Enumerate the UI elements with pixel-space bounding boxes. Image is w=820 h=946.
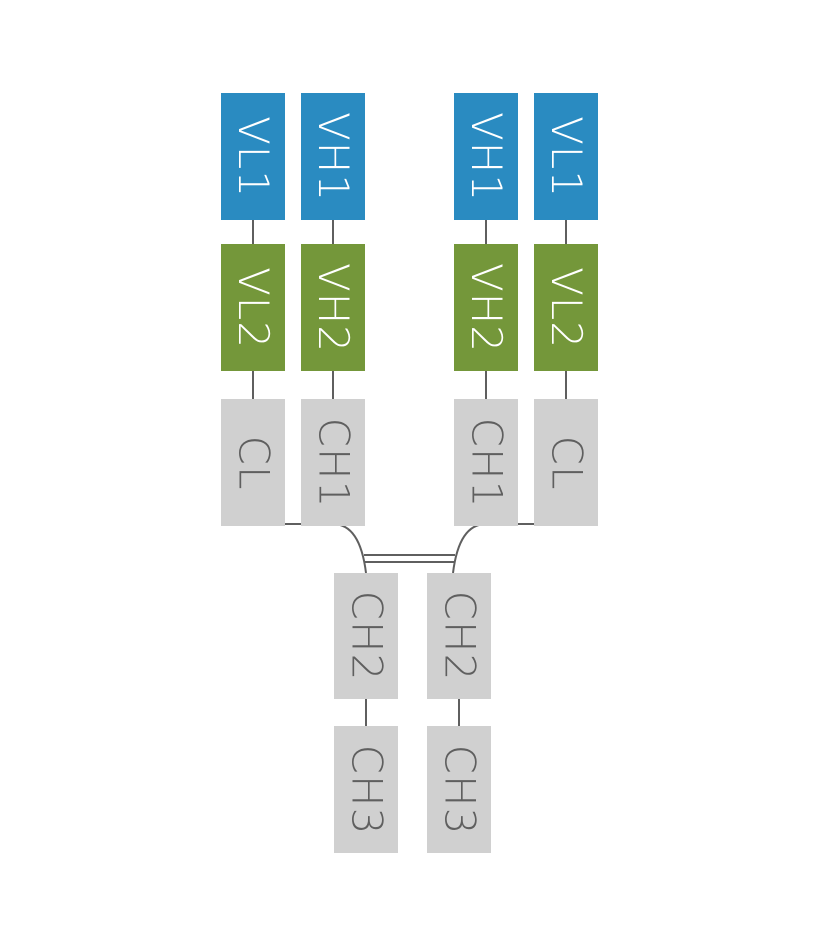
left-light-vl1-domain: VL1 — [221, 93, 285, 220]
domain-label: VL1 — [229, 115, 279, 198]
left-heavy-vh1-domain: VH1 — [301, 93, 365, 220]
right-light-vl1-domain: VL1 — [534, 93, 598, 220]
left-heavy-ch1-domain: CH1 — [301, 399, 365, 526]
domain-label: CH3 — [342, 744, 392, 835]
domain-label: VL2 — [229, 266, 279, 349]
domain-label: CL — [228, 435, 278, 490]
domain-label: VH1 — [462, 111, 512, 202]
left-light-cl-domain: CL — [221, 399, 285, 526]
fc-left-ch3-domain: CH3 — [334, 726, 398, 853]
domain-label: VL2 — [542, 266, 592, 349]
domain-label: CL — [541, 435, 591, 490]
fc-right-ch2-domain: CH2 — [427, 573, 491, 699]
domain-label: CH1 — [462, 417, 512, 508]
domain-label: VH1 — [309, 111, 359, 202]
right-heavy-vh2-domain: VH2 — [454, 244, 518, 371]
right-light-vl2-domain: VL2 — [534, 244, 598, 371]
domain-label: CH2 — [342, 590, 392, 682]
right-light-cl-domain: CL — [534, 399, 598, 526]
domain-label: VH2 — [462, 262, 512, 353]
hinge-left — [332, 523, 367, 574]
domain-label: VL1 — [542, 115, 592, 198]
domain-label: CH2 — [435, 590, 485, 682]
domain-label: VH2 — [309, 262, 359, 353]
right-heavy-ch1-domain: CH1 — [454, 399, 518, 526]
hinge-right — [452, 523, 487, 574]
left-light-vl2-domain: VL2 — [221, 244, 285, 371]
left-heavy-vh2-domain: VH2 — [301, 244, 365, 371]
fc-right-ch3-domain: CH3 — [427, 726, 491, 853]
domain-label: CH3 — [435, 744, 485, 835]
right-heavy-vh1-domain: VH1 — [454, 93, 518, 220]
domain-label: CH1 — [309, 417, 359, 508]
fc-left-ch2-domain: CH2 — [334, 573, 398, 699]
